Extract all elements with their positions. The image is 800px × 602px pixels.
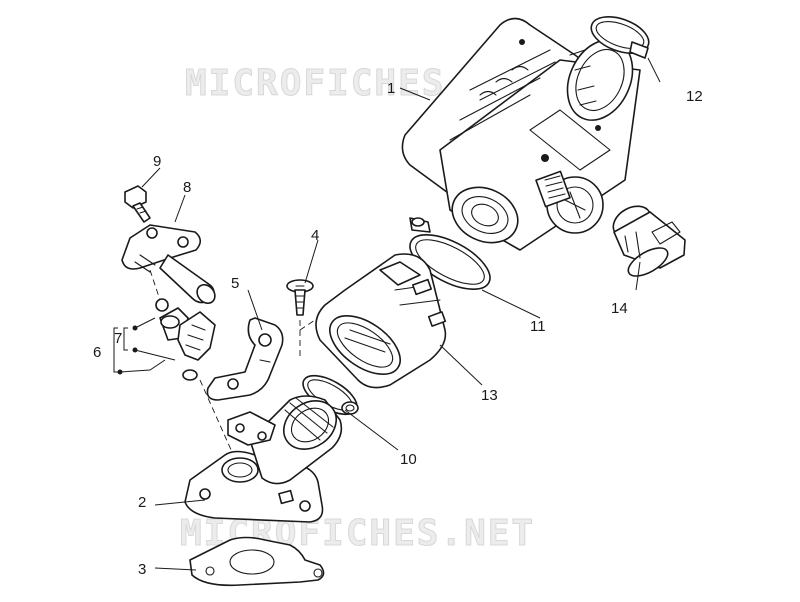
callout-9: 9 <box>153 153 161 170</box>
rubber-sleeve <box>590 15 650 59</box>
screw <box>286 279 314 316</box>
callout-12: 12 <box>686 88 703 105</box>
callout-6: 6 <box>93 344 101 361</box>
hose-clamp <box>409 217 491 290</box>
callout-3: 3 <box>138 561 146 578</box>
intake-manifold <box>184 395 343 523</box>
callouts: 1 2 3 4 5 6 7 8 9 10 11 12 13 14 <box>93 80 703 578</box>
gasket <box>189 536 325 587</box>
callout-5: 5 <box>231 275 239 292</box>
callout-10: 10 <box>400 451 417 468</box>
injector-holder <box>121 224 216 305</box>
hose-clamp-small <box>302 374 359 416</box>
callout-11: 11 <box>530 318 546 335</box>
sensor-assembly <box>155 298 216 381</box>
bracket <box>206 317 284 401</box>
callout-2: 2 <box>138 494 146 511</box>
sensor-cap <box>612 205 686 277</box>
callout-1: 1 <box>387 80 395 97</box>
callout-4: 4 <box>311 227 319 244</box>
callout-13: 13 <box>481 387 498 404</box>
intake-rubber <box>315 253 447 389</box>
throttle-body <box>401 17 641 251</box>
group-bracket-6-7 <box>113 317 176 375</box>
callout-14: 14 <box>611 300 628 317</box>
leader-lines <box>141 57 661 571</box>
bolt <box>124 185 151 223</box>
callout-8: 8 <box>183 179 191 196</box>
callout-7: 7 <box>114 330 122 347</box>
